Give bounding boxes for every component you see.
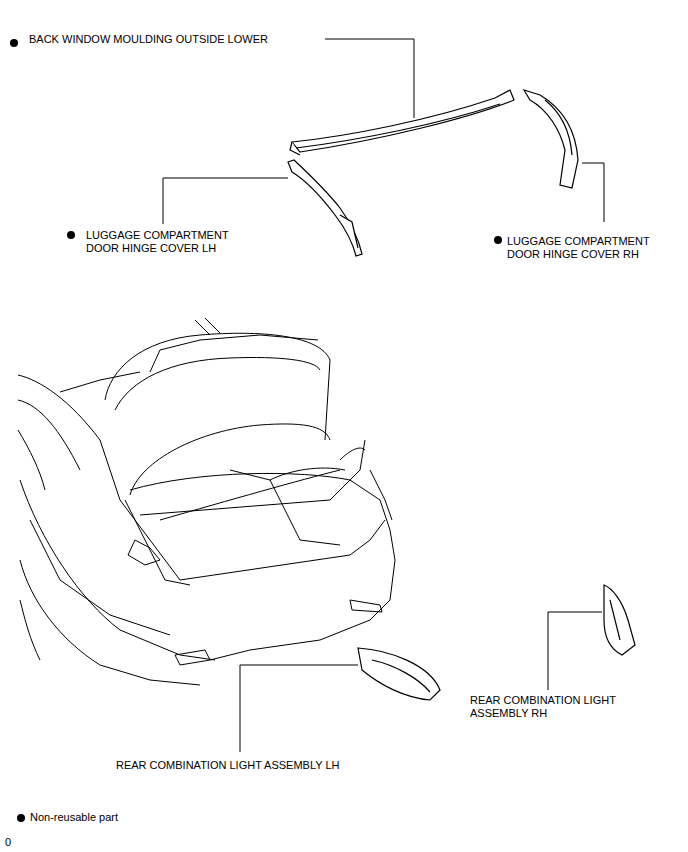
rear-lights bbox=[358, 585, 635, 700]
leader-lines bbox=[163, 39, 604, 752]
part-name: REAR COMBINATION LIGHT ASSEMBLY LH bbox=[116, 759, 416, 772]
hinge-cover-rh bbox=[524, 90, 578, 188]
part-name: REAR COMBINATION LIGHT ASSEMBLY RH bbox=[470, 694, 635, 720]
legend-text: Non-reusable part bbox=[30, 811, 230, 824]
car-outline bbox=[18, 318, 395, 685]
part-name: BACK WINDOW MOULDING OUTSIDE LOWER bbox=[29, 33, 329, 46]
page-number: 0 bbox=[5, 836, 35, 849]
part-name: LUGGAGE COMPARTMENT DOOR HINGE COVER LH bbox=[86, 229, 236, 255]
part-name: LUGGAGE COMPARTMENT DOOR HINGE COVER RH bbox=[507, 235, 672, 261]
non-reusable-marks bbox=[10, 39, 502, 822]
moulding bbox=[290, 90, 514, 155]
hinge-cover-lh bbox=[288, 160, 362, 256]
